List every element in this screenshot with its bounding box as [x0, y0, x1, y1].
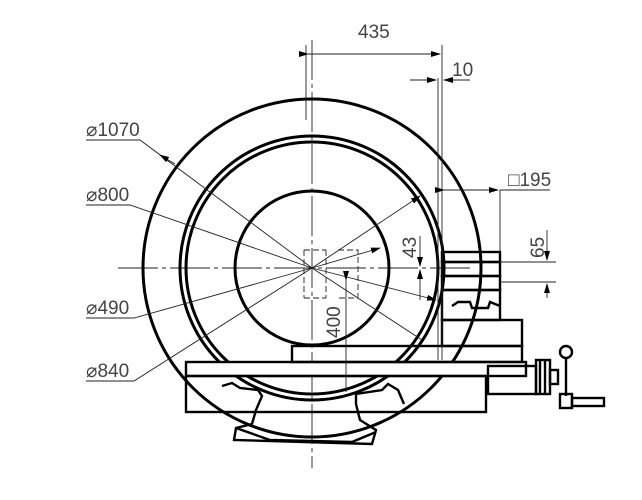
circle-840 — [178, 134, 446, 402]
dim-65: 65 — [528, 237, 549, 258]
dim-43: 43 — [400, 237, 421, 258]
dim-400: 400 — [324, 306, 345, 338]
dimension-labels: 435 10 □195 65 43 400 ⌀1070 ⌀800 ⌀490 ⌀8… — [86, 22, 551, 382]
outer-circle-1070 — [141, 97, 483, 439]
dim-dia-1070: ⌀1070 — [86, 120, 140, 141]
center-lines — [118, 40, 470, 468]
dim-dia-840: ⌀840 — [86, 361, 129, 382]
dim-dia-490: ⌀490 — [86, 298, 129, 319]
dimension-lines — [86, 45, 556, 392]
base-body — [184, 250, 606, 446]
dim-10: 10 — [452, 60, 473, 81]
dim-195: □195 — [508, 170, 551, 191]
dim-435: 435 — [358, 22, 390, 43]
dim-dia-800: ⌀800 — [86, 185, 129, 206]
